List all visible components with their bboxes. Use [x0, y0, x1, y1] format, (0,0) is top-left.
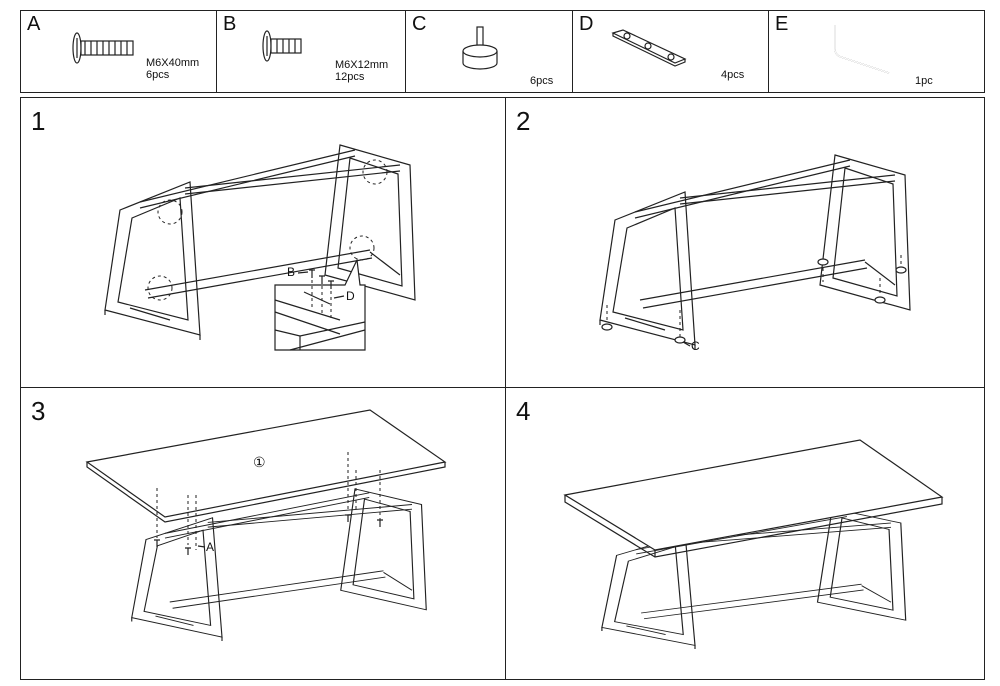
- part-qty: 4pcs: [721, 69, 745, 81]
- screw-a-icons: [154, 452, 383, 555]
- step-2-frame: [599, 154, 911, 351]
- callout-c: C: [691, 339, 700, 353]
- step-number: 2: [516, 106, 531, 136]
- part-letter: E: [775, 13, 789, 35]
- step-number: 4: [516, 396, 531, 426]
- part-letter: D: [579, 13, 594, 35]
- step-number: 1: [31, 106, 46, 136]
- part-c-box: C 6pcs: [405, 10, 573, 93]
- callout-b: B: [287, 265, 296, 279]
- connecting-plate-icon: [611, 29, 687, 67]
- part-d-box: D 4pcs: [572, 10, 769, 93]
- part-qty: 6pcs: [530, 75, 554, 87]
- step-4-panel: 4: [505, 387, 985, 680]
- part-spec: M6X40mm: [146, 57, 200, 69]
- short-screw-icon: [262, 30, 302, 62]
- part-spec: M6X12mm: [335, 59, 389, 71]
- screw-b-icons: [309, 269, 334, 321]
- part-qty: 12pcs: [335, 71, 365, 83]
- callout-d: D: [346, 289, 355, 303]
- leveling-foot-icon: [462, 26, 498, 70]
- allen-key-icon: [834, 25, 890, 74]
- tabletop-part-number: ①: [253, 454, 266, 470]
- part-qty: 1pc: [915, 75, 933, 87]
- part-letter: B: [223, 13, 237, 35]
- leveling-foot-icons: [601, 255, 907, 347]
- long-screw-icon: [72, 32, 134, 64]
- part-letter: A: [27, 13, 41, 35]
- step-1-frame: [104, 144, 416, 341]
- step-number: 3: [31, 396, 46, 426]
- part-qty: 6pcs: [146, 69, 170, 81]
- part-e-box: E 1pc: [768, 10, 985, 93]
- callout-a: A: [206, 540, 215, 554]
- part-letter: C: [412, 13, 427, 35]
